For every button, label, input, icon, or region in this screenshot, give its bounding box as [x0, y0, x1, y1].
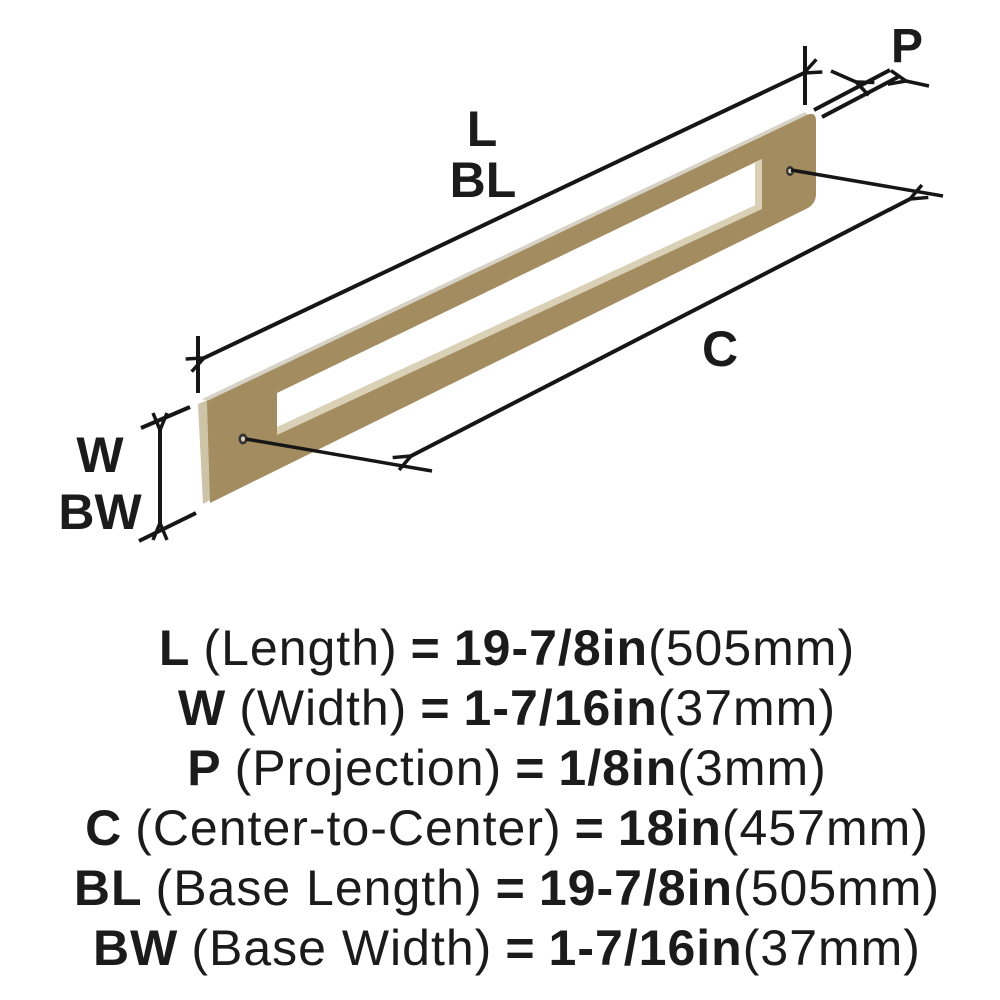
slot-right-inner-edge	[755, 159, 762, 207]
spec-key: W	[178, 680, 227, 736]
spec-metric-value: (505mm)	[648, 620, 856, 676]
projection-label: P	[891, 20, 923, 73]
spec-imperial-value: 18in	[617, 800, 722, 856]
spec-name: (Base Width)	[191, 920, 493, 976]
projection-front-line	[813, 68, 891, 112]
width-label: W	[76, 427, 124, 483]
dimension-lines	[138, 46, 944, 543]
spec-equals: =	[495, 860, 526, 916]
center-to-center-dimension-line	[392, 183, 929, 472]
spec-line-center-to-center: C(Center-to-Center)=18in(457mm)	[14, 798, 1000, 858]
spec-key: P	[187, 740, 222, 796]
projection-right-arrow	[887, 69, 930, 88]
spec-imperial-value: 19-7/8in	[453, 620, 649, 676]
spec-metric-value: (505mm)	[733, 860, 941, 916]
spec-key: C	[85, 800, 123, 856]
projection-left-arrow	[830, 69, 875, 97]
spec-line-base-width: BW(Base Width)=1-7/16in(37mm)	[14, 918, 1000, 978]
spec-metric-value: (457mm)	[721, 800, 929, 856]
projection-back-line	[821, 75, 899, 119]
spec-imperial-value: 19-7/8in	[538, 860, 734, 916]
spec-line-projection: P(Projection)=1/8in(3mm)	[14, 738, 1000, 798]
spec-metric-value: (37mm)	[657, 680, 836, 736]
handle-front-face	[207, 113, 816, 503]
spec-name: (Base Length)	[155, 860, 483, 916]
spec-name: (Length)	[203, 620, 398, 676]
spec-imperial-value: 1/8in	[558, 740, 678, 796]
dimension-labels: L BL P C W BW	[58, 20, 923, 540]
length-label: L	[467, 101, 498, 157]
spec-equals: =	[505, 920, 536, 976]
spec-name: (Center-to-Center)	[135, 800, 562, 856]
length-dimension-line	[185, 58, 823, 373]
spec-key: BW	[93, 920, 179, 976]
spec-line-width: W(Width)=1-7/16in(37mm)	[14, 678, 1000, 738]
spec-key: L	[158, 620, 191, 676]
spec-key: BL	[73, 860, 143, 916]
spec-name: (Width)	[239, 680, 408, 736]
spec-line-length: L(Length)=19-7/8in(505mm)	[14, 618, 1000, 678]
spec-equals: =	[420, 680, 451, 736]
center-to-center-label: C	[702, 321, 738, 377]
spec-name: (Projection)	[234, 740, 503, 796]
base-width-label: BW	[58, 484, 142, 540]
spec-metric-value: (37mm)	[742, 920, 921, 976]
spec-imperial-value: 1-7/16in	[548, 920, 743, 976]
spec-line-base-length: BL(Base Length)=19-7/8in(505mm)	[14, 858, 1000, 918]
spec-imperial-value: 1-7/16in	[463, 680, 658, 736]
spec-metric-value: (3mm)	[677, 740, 827, 796]
width-bottom-tick	[138, 511, 197, 543]
handle-dimension-diagram: L BL P C W BW	[58, 20, 944, 543]
base-length-label: BL	[450, 152, 517, 208]
spec-equals: =	[410, 620, 441, 676]
dimension-spec-list: L(Length)=19-7/8in(505mm) W(Width)=1-7/1…	[0, 618, 1000, 978]
spec-equals: =	[515, 740, 546, 796]
width-top-tick	[140, 405, 191, 430]
spec-equals: =	[574, 800, 605, 856]
left-screw-hole-center	[241, 436, 245, 442]
